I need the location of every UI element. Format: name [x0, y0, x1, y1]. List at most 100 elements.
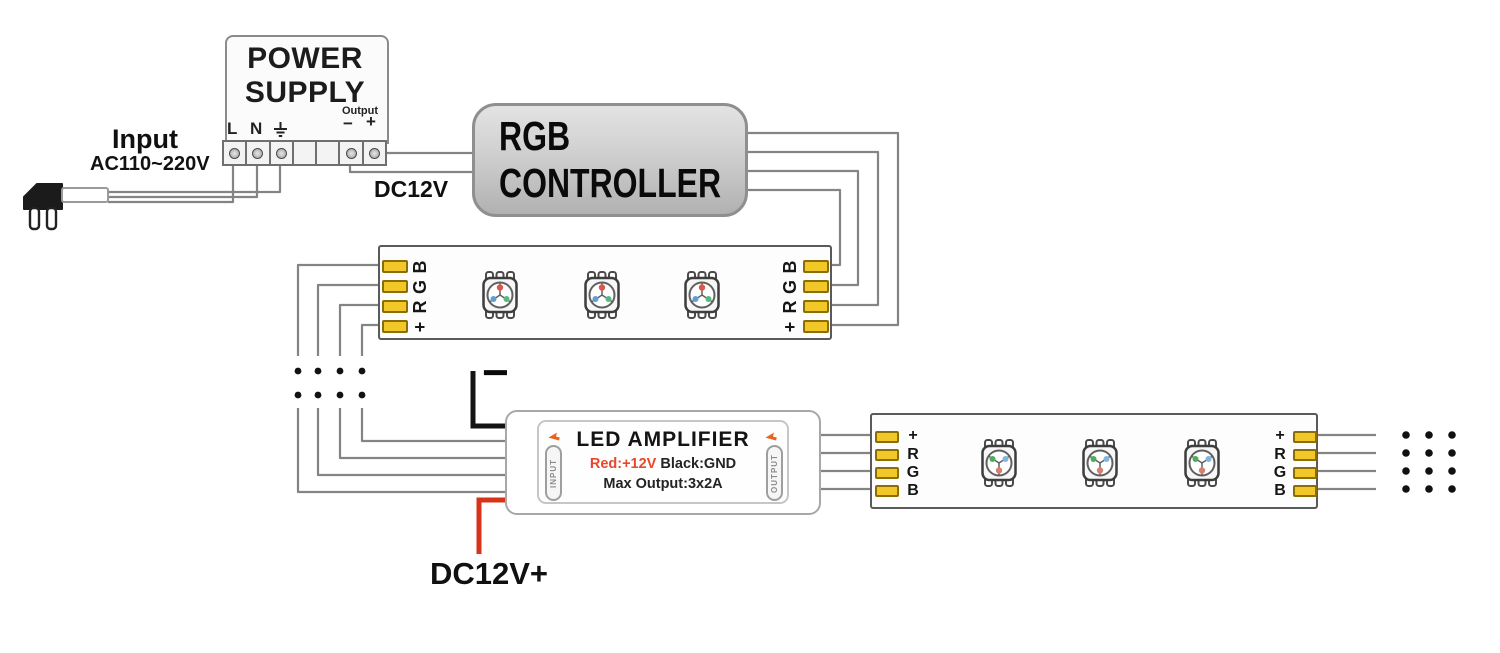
strip-pad: [1293, 449, 1317, 461]
screw-icon: [252, 147, 264, 159]
wire-ctrl-2: [748, 150, 880, 307]
amplifier-spec-red: Red:+12V: [589, 456, 657, 472]
terminal-l: [224, 142, 248, 164]
dotted-break-left: [294, 367, 366, 399]
wire-ctrl-1: [748, 131, 900, 327]
terminal-empty: [294, 142, 318, 164]
rgb-led-chip: [1184, 439, 1220, 487]
strip-pad-label: R: [409, 300, 430, 314]
strip-pad-label: B: [907, 482, 919, 499]
terminal-empty: [317, 142, 341, 164]
strip-pad: [1293, 467, 1317, 479]
power-supply-box: [225, 35, 389, 144]
wire-strip1-g: [316, 283, 380, 356]
strip-pad: [803, 260, 829, 273]
screw-icon: [345, 147, 357, 159]
wire-input-n: [108, 156, 259, 199]
rgb-controller-label: RGB CONTROLLER: [498, 113, 722, 206]
screw-icon: [275, 147, 287, 159]
wire-input-ground: [108, 156, 282, 194]
amplifier-output-port: OUTPUT: [766, 445, 783, 501]
strip-pad-label: +: [779, 321, 800, 333]
dc12v-plus-label: DC12V+: [430, 556, 549, 591]
ground-icon: [274, 122, 287, 137]
strip-pad-label: B: [779, 260, 800, 274]
dotted-break-right: [1402, 431, 1456, 493]
terminal-n: [247, 142, 271, 164]
input-voltage-label: AC110~220V: [90, 153, 210, 175]
wire-strip1-plus: [360, 323, 380, 356]
led-strip-bottom: + R G B + R G B: [870, 413, 1318, 509]
arrow-icon: [765, 432, 777, 441]
led-amplifier-faceplate: [537, 420, 789, 504]
strip-pad: [382, 320, 408, 333]
power-supply-title: POWER SUPPLY: [225, 42, 385, 110]
strip-pad-label: G: [906, 464, 920, 481]
strip-pad-label: G: [779, 280, 800, 295]
strip-pad-label: +: [1275, 427, 1285, 444]
amplifier-input-port-label: INPUT: [549, 458, 558, 488]
wire-ctrl-4: [748, 188, 842, 267]
amplifier-spec-black: Black:GND: [660, 456, 737, 472]
dc12v-label: DC12V: [374, 176, 449, 202]
psu-terminal-l-label: L: [227, 119, 238, 138]
rgb-led-chip: [981, 439, 1017, 487]
strip-pad-label: R: [779, 300, 800, 314]
psu-output-minus: −: [343, 114, 353, 133]
strip-pad-label: R: [1274, 446, 1286, 463]
strip-pad: [1293, 485, 1317, 497]
strip-pad: [875, 449, 899, 461]
wire-amp-in-plus: [360, 408, 510, 443]
wire-dc12v-red: [476, 497, 510, 554]
strip-pad: [875, 467, 899, 479]
wire-strip1-r: [338, 303, 380, 356]
amplifier-input-port: INPUT: [545, 445, 562, 501]
strip-pad-label: G: [409, 280, 430, 295]
psu-terminal-n-label: N: [250, 119, 263, 138]
rgb-led-chip: [1082, 439, 1118, 487]
wire-amp-in-r: [338, 408, 510, 460]
strip-pad-label: +: [908, 427, 918, 444]
strip-pad-label: G: [1273, 464, 1287, 481]
rgb-led-chip: [584, 271, 620, 319]
terminal-output-plus: [364, 142, 385, 164]
power-supply-title-line2: SUPPLY: [244, 76, 366, 109]
wire-gnd-black: [470, 371, 510, 429]
strip-pad: [382, 300, 408, 313]
screw-icon: [229, 147, 241, 159]
strip-pad: [803, 280, 829, 293]
strip-pad: [803, 300, 829, 313]
strip-pad: [875, 485, 899, 497]
wire-input-l: [108, 156, 235, 204]
rgb-led-chip: [684, 271, 720, 319]
wire-strip1-b: [296, 263, 380, 356]
strip-pad: [875, 431, 899, 443]
strip-pad-label: B: [1274, 482, 1286, 499]
amplifier-spec-line: Red:+12V Black:GND: [537, 456, 789, 472]
psu-terminal-strip: [222, 140, 387, 166]
strip-pad: [803, 320, 829, 333]
arrow-icon: [548, 432, 560, 441]
strip-pad-label: R: [907, 446, 919, 463]
amplifier-title: LED AMPLIFIER: [576, 428, 750, 451]
terminal-output-minus: [340, 142, 364, 164]
psu-output-label: Output: [341, 105, 379, 117]
amplifier-output-port-label: OUTPUT: [770, 453, 780, 493]
power-supply-title-line1: POWER: [247, 42, 363, 75]
gnd-minus-label: −: [482, 346, 509, 398]
strip-pad-label: +: [409, 321, 430, 333]
strip-pad: [382, 260, 408, 273]
wire-amp-in-b: [296, 408, 510, 494]
psu-output-plus: +: [366, 112, 376, 131]
rgb-led-chip: [482, 271, 518, 319]
wire-amp-in-g: [316, 408, 510, 477]
rgb-controller-box: [472, 103, 748, 217]
power-plug-icon: [23, 183, 109, 231]
amplifier-max-output: Max Output:3x2A: [603, 476, 723, 492]
strip-pad-label: B: [409, 260, 430, 274]
strip-pad: [1293, 431, 1317, 443]
wire-ctrl-3: [748, 169, 860, 287]
terminal-ground: [271, 142, 294, 164]
